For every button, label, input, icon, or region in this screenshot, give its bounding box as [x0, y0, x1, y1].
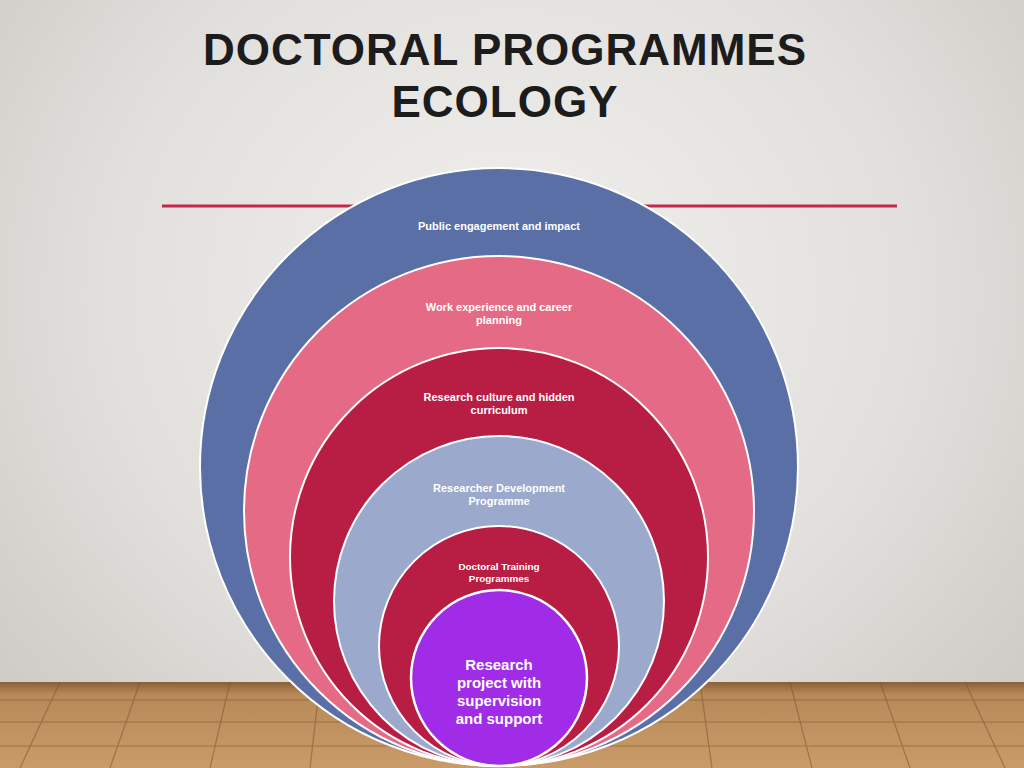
ring-label: Public engagement and impact	[379, 220, 619, 233]
ring: Doctoral Training ProgrammesResearch pro…	[378, 525, 620, 767]
ring: Research culture and hidden curriculumRe…	[289, 347, 709, 767]
ring-label: Research project with supervision and su…	[444, 656, 554, 728]
ring-label: Researcher Development Programme	[419, 482, 579, 508]
ring: Research project with supervision and su…	[410, 589, 588, 767]
ring-circle	[334, 436, 664, 766]
ring-label: Work experience and career planning	[413, 301, 585, 327]
ring-circle	[411, 590, 587, 766]
ring: Work experience and career planningResea…	[243, 255, 755, 767]
ring-label: Research culture and hidden curriculum	[413, 391, 585, 417]
ring: Researcher Development ProgrammeDoctoral…	[333, 435, 665, 767]
ring-circle	[379, 526, 619, 766]
ring: Public engagement and impactWork experie…	[199, 167, 799, 767]
title: DOCTORAL PROGRAMMES ECOLOGY	[165, 24, 845, 128]
ring-circle	[244, 256, 754, 766]
ring-circle	[290, 348, 708, 766]
ring-label: Doctoral Training Programmes	[434, 561, 564, 585]
ring-circle	[200, 168, 798, 766]
